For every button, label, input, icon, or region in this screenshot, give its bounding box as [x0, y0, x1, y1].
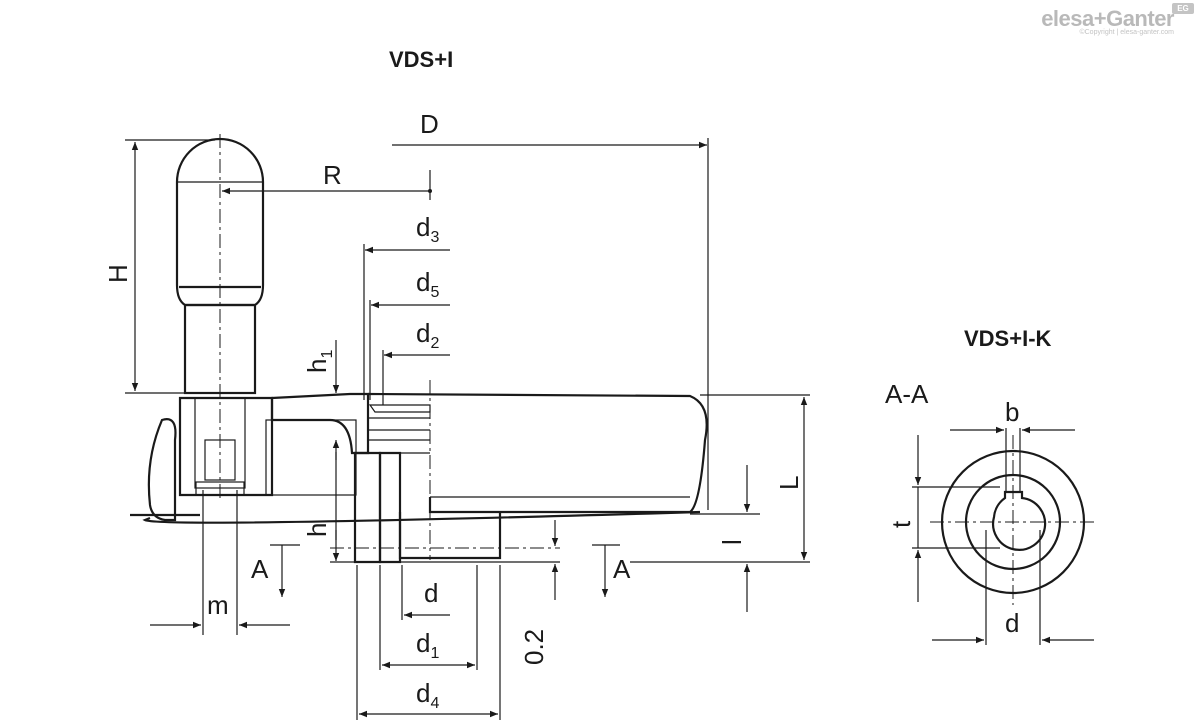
dim-label-L: L	[774, 476, 804, 490]
dim-label-d4: d4	[416, 678, 439, 712]
view-title-vds-i: VDS+I	[389, 47, 453, 72]
dim-label-H: H	[103, 264, 133, 283]
section-dim-label-t: t	[886, 520, 916, 528]
dim-label-h1: h1	[302, 350, 336, 373]
dim-label-clearance: 0.2	[519, 629, 549, 665]
dim-label-h: h	[302, 523, 332, 537]
view-title-vds-i-k: VDS+I-K	[964, 326, 1052, 351]
section-a-a-view	[912, 426, 1097, 645]
dim-label-d5: d5	[416, 267, 439, 301]
section-marker-right: A	[613, 554, 631, 584]
section-title-a-a: A-A	[885, 379, 929, 409]
handle-grip	[175, 134, 265, 500]
section-dim-label-d: d	[1005, 608, 1019, 638]
logo-copyright: ©Copyright | elesa-ganter.com	[1079, 29, 1174, 36]
dim-label-l: l	[717, 539, 747, 545]
logo-badge: EG	[1172, 3, 1194, 14]
dim-label-R: R	[323, 160, 342, 190]
section-marker-left: A	[251, 554, 269, 584]
dim-label-d3: d3	[416, 212, 439, 246]
dim-label-d: d	[424, 578, 438, 608]
logo-brand: elesa+Ganter	[1041, 6, 1174, 31]
handwheel-section	[130, 380, 708, 564]
dim-label-m: m	[207, 590, 229, 620]
section-dim-label-b: b	[1005, 397, 1019, 427]
dim-label-d1: d1	[416, 628, 439, 662]
dim-label-d2: d2	[416, 318, 439, 352]
dimension-lines	[125, 138, 810, 720]
elesa-ganter-logo: elesa+Ganter ©Copyright | elesa-ganter.c…	[1041, 3, 1194, 36]
dim-label-D: D	[420, 109, 439, 139]
